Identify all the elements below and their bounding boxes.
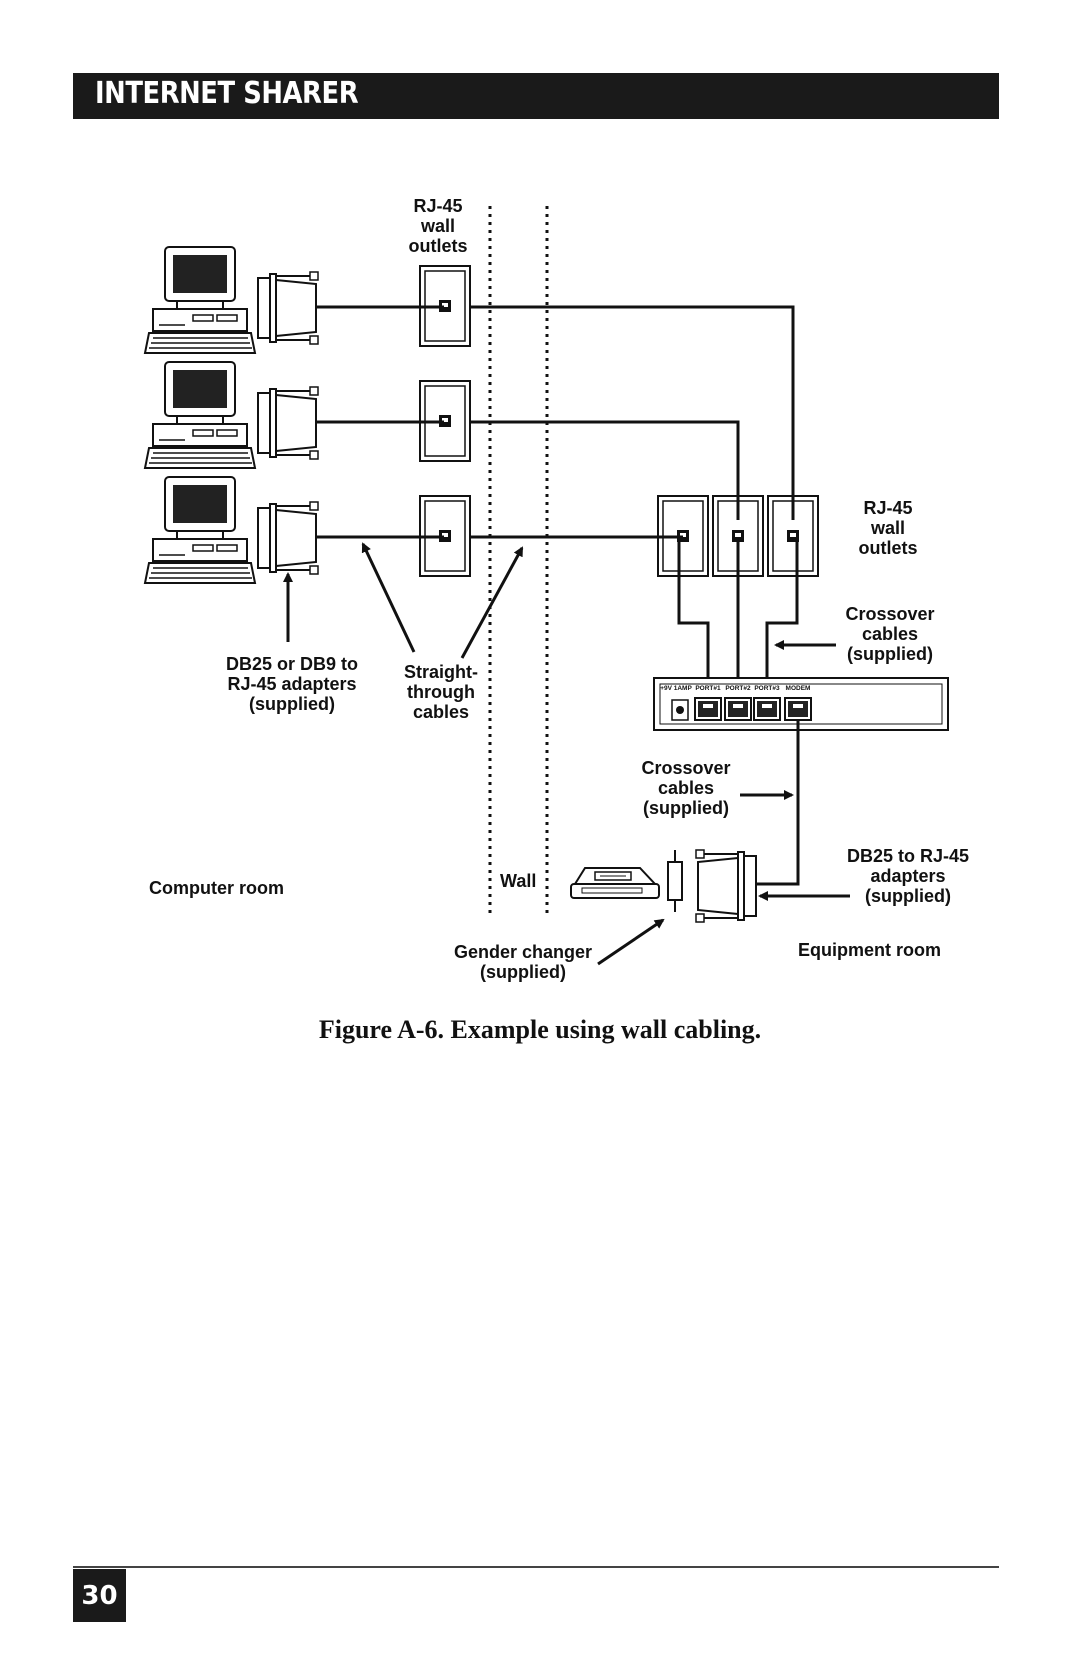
figure-caption: Figure A-6. Example using wall cabling. [318,1015,762,1044]
label-rj45-wall-outlets-top: RJ-45 wall outlets [408,196,468,256]
page-number: 30 [73,1569,126,1622]
label-wall: Wall [500,871,537,891]
label-crossover-cables-top: Crossover cables (supplied) [845,604,935,664]
page-header-title: INTERNET SHARER [95,76,359,111]
footer-rule [73,1566,999,1568]
db25-db9-adapter-3 [257,501,319,575]
gender-changer [667,850,683,912]
hub-port1-label: PORT#1 [695,685,721,692]
internet-sharer-hub [653,677,949,731]
label-equipment-room: Equipment room [798,940,941,960]
label-db25-rj45-adapters: DB25 to RJ-45 adapters (supplied) [846,846,970,906]
computer-2 [144,361,256,469]
computer-3 [144,476,256,584]
computer-1 [144,246,256,354]
label-rj45-wall-outlets-right: RJ-45 wall outlets [858,498,918,558]
label-crossover-cables-mid: Crossover cables (supplied) [641,758,731,818]
label-straight-through-cables: Straight- through cables [404,662,478,722]
straight-through-cables-computer-side [316,305,444,539]
in-wall-cable-runs [470,305,795,539]
db25-db9-adapter-2 [257,386,319,460]
label-computer-room: Computer room [149,878,284,898]
crossover-cables-to-hub [677,540,799,698]
label-db25-db9-adapters: DB25 or DB9 to RJ-45 adapters (supplied) [225,654,359,714]
db25-rj45-adapter [695,849,757,923]
hub-port3-label: PORT#3 [754,685,780,692]
crossover-cable-to-modem [748,720,800,886]
hub-modem-label: MODEM [786,685,811,692]
db25-db9-adapter-1 [257,271,319,345]
hub-power-label: +9V 1AMP [660,685,692,692]
label-gender-changer: Gender changer (supplied) [453,942,593,982]
hub-port2-label: PORT#2 [725,685,751,692]
header-bar: INTERNET SHARER [73,73,999,119]
annotation-arrows [283,542,850,966]
modem [570,867,660,899]
